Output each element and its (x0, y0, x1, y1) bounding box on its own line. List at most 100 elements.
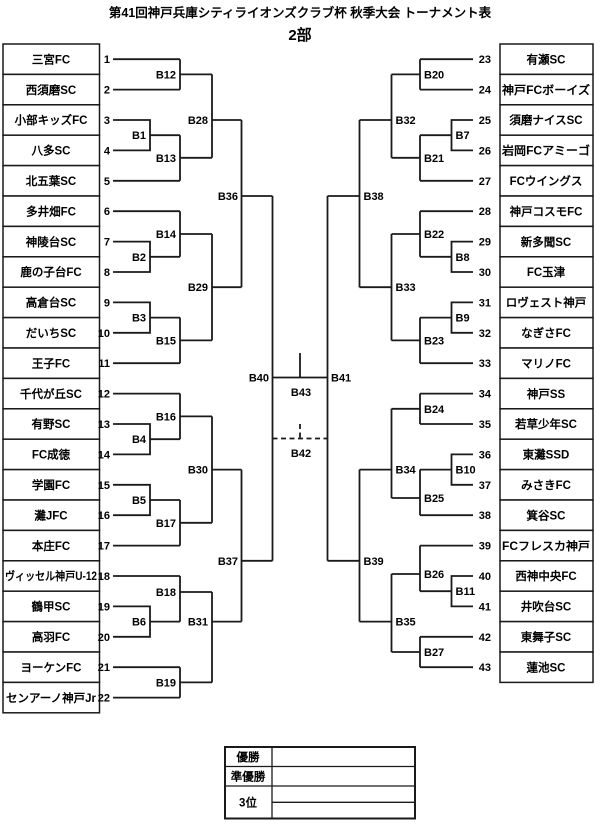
seed-number: 5 (104, 176, 110, 188)
team-name: 鹿の子台FC (20, 265, 81, 279)
match-label-b34: B34 (396, 465, 417, 477)
match-label-b21: B21 (424, 153, 444, 165)
seed-number: 4 (104, 145, 111, 157)
seed-number: 24 (479, 85, 492, 97)
team-box (2, 590, 101, 623)
seed-number: 40 (479, 571, 491, 583)
match-label-b30: B30 (188, 465, 208, 477)
bracket-line (241, 195, 273, 562)
match-label-b12: B12 (156, 69, 176, 81)
team-name: 三宮FC (32, 52, 70, 66)
match-label-b41: B41 (331, 373, 351, 385)
team-name: 有瀬SC (527, 52, 566, 66)
bracket-line (420, 58, 473, 669)
team-name: ヨーケンFC (21, 661, 82, 674)
team-name: 西神中央FC (515, 569, 576, 583)
team-box (2, 43, 101, 76)
match-label-b15: B15 (156, 335, 176, 347)
team-box (499, 73, 594, 106)
team-name: 東灘SSD (523, 448, 570, 462)
team-name: 学園FC (32, 478, 70, 492)
match-label-b8: B8 (456, 252, 470, 264)
match-label-b37: B37 (218, 556, 238, 568)
match-label-b29: B29 (188, 282, 208, 294)
match-label-b2: B2 (132, 252, 146, 264)
match-label-b5: B5 (132, 495, 146, 507)
match-label-b11: B11 (456, 586, 476, 598)
left-team-column: 三宮FC 西須磨SC 小部キッズFC 八多SC 北五葉SC 多井畑FC 神陵台S… (2, 43, 111, 714)
match-label-b7: B7 (456, 130, 470, 142)
team-box (499, 164, 594, 197)
seed-number: 6 (104, 206, 110, 218)
team-box (2, 529, 101, 562)
match-label-b20: B20 (424, 69, 444, 81)
team-name: 東舞子SC (521, 630, 571, 644)
team-name: 多井畑FC (26, 204, 76, 218)
seed-number: 19 (98, 601, 110, 613)
team-box (499, 651, 594, 684)
match-label-b40: B40 (249, 373, 269, 385)
team-box (499, 225, 594, 258)
seed-number: 29 (479, 237, 491, 249)
third-place-match-lines (272, 424, 328, 440)
team-name: 鶴甲SC (32, 600, 71, 614)
match-label-b10: B10 (456, 465, 476, 477)
bracket-lines-left (113, 58, 274, 699)
match-label-b39: B39 (364, 556, 384, 568)
match-label-b27: B27 (424, 647, 444, 659)
team-box (2, 377, 101, 410)
seed-number: 39 (479, 541, 491, 553)
seed-number: 22 (98, 693, 110, 705)
match-label-b4: B4 (132, 434, 147, 446)
team-box (2, 347, 101, 380)
team-name: 蓮池SC (527, 660, 566, 674)
team-box (2, 620, 101, 653)
seed-number: 9 (104, 297, 110, 309)
team-name: みさきFC (521, 479, 571, 492)
seed-number: 10 (98, 328, 110, 340)
bracket-line (391, 73, 420, 653)
team-name: 高羽FC (32, 630, 70, 644)
team-box (499, 529, 594, 562)
team-name: 西須磨SC (26, 83, 76, 97)
team-name: 神陵台SC (26, 235, 76, 249)
seed-number: 41 (479, 601, 491, 613)
match-label-b25: B25 (424, 493, 444, 505)
bracket-line (113, 119, 151, 638)
seed-number: 33 (479, 358, 491, 370)
team-name: 須磨ナイスSC (508, 113, 582, 127)
match-label-b19: B19 (156, 677, 176, 689)
team-box (2, 681, 101, 714)
seed-number: 35 (479, 419, 491, 431)
match-label-b1: B1 (132, 130, 146, 142)
team-name: 有野SC (32, 417, 71, 431)
bracket-line (212, 119, 242, 623)
team-name: 小部キッズFC (14, 113, 88, 127)
match-label-b26: B26 (424, 569, 444, 581)
seed-number: 3 (104, 115, 110, 127)
seed-number: 8 (104, 267, 110, 279)
seed-number: 37 (479, 480, 491, 492)
match-label-b17: B17 (156, 518, 176, 530)
team-name: 本庄FC (32, 539, 70, 553)
team-name: マリノFC (521, 357, 571, 370)
team-name: 箕谷SC (526, 508, 566, 522)
team-name: FCウイングス (510, 174, 583, 188)
seed-number: 27 (479, 176, 491, 188)
division-title: 2部 (288, 26, 311, 44)
team-name: FC玉津 (527, 265, 566, 279)
team-name: 若草少年SC (515, 417, 577, 431)
results-label-third: 3位 (239, 796, 257, 810)
seed-number: 21 (98, 662, 110, 674)
team-name: 王子FC (32, 357, 70, 370)
match-label-b42: B42 (291, 448, 311, 460)
team-name: 神戸FCボーイズ (502, 83, 591, 97)
match-label-b36: B36 (218, 191, 238, 203)
match-label-b33: B33 (396, 282, 416, 294)
match-label-b13: B13 (156, 153, 176, 165)
seed-number: 12 (98, 389, 110, 401)
match-label-b23: B23 (424, 335, 444, 347)
team-box (2, 256, 101, 288)
team-box (2, 438, 101, 471)
